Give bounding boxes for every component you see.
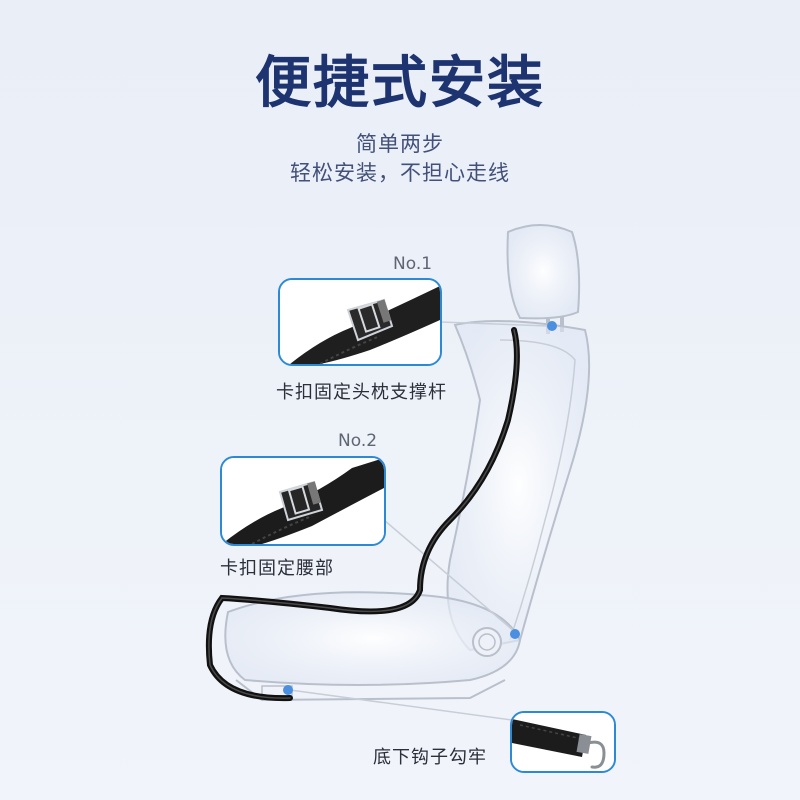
buckle-icon <box>280 280 440 364</box>
leader-line-3 <box>289 689 513 721</box>
subtitle-line-2: 轻松安装，不担心走线 <box>290 161 510 185</box>
step-1-thumbnail <box>278 278 442 366</box>
marker-dot-headrest <box>547 321 557 331</box>
step-2-label: No.2 <box>338 431 378 451</box>
step-1-caption: 卡扣固定头枕支撑杆 <box>276 382 447 403</box>
seat-base <box>235 679 506 702</box>
marker-dot-hook <box>283 685 293 695</box>
step-1-label: No.1 <box>393 254 433 274</box>
hook-thumbnail <box>510 711 616 773</box>
step-2-thumbnail <box>220 456 386 546</box>
buckle-icon <box>222 458 384 544</box>
strap-highlight <box>208 329 518 699</box>
backrest-inner <box>499 339 576 641</box>
seat-cushion <box>224 591 522 686</box>
hook-caption: 底下钩子勾牢 <box>373 747 487 768</box>
step-2-caption: 卡扣固定腰部 <box>220 558 334 579</box>
recline-knob <box>472 627 502 657</box>
recline-knob-center <box>478 633 496 651</box>
hook-icon <box>512 713 614 771</box>
page-title: 便捷式安装 <box>255 51 545 116</box>
leader-line-1 <box>439 321 549 327</box>
headrest <box>506 224 581 320</box>
marker-dot-waist <box>510 629 520 639</box>
backrest <box>446 320 591 652</box>
leader-line-2 <box>383 519 516 633</box>
subtitle-line-1: 简单两步 <box>356 132 444 156</box>
